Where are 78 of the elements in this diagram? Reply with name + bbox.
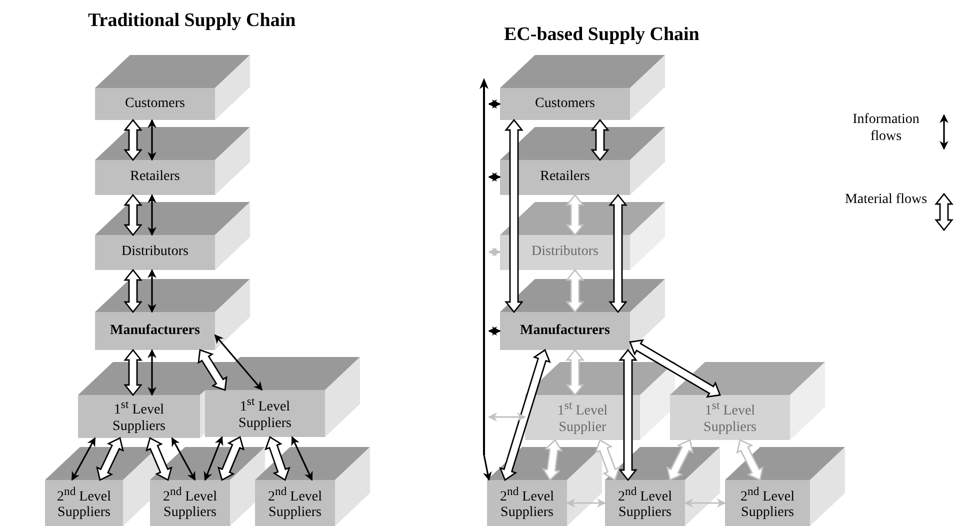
block-label: Retailers (540, 169, 590, 186)
supply-chain-block (500, 88, 630, 120)
vertical-line-with-arrowhead (479, 78, 489, 455)
block-label: 2$^{nd}$ Level Suppliers (616, 484, 674, 522)
block-label: Distributors (122, 244, 188, 261)
material-flow-arrow (124, 118, 142, 162)
material-flow-arrow (124, 194, 142, 236)
information-flow-arrow (483, 454, 492, 481)
material-flow-arrow (618, 348, 638, 482)
block-label: 2$^{nd}$ Level Suppliers (56, 484, 112, 522)
material-flow-arrow (146, 436, 172, 482)
information-flow-arrow (148, 349, 156, 396)
material-flow-arrow (96, 436, 124, 482)
supply-chain-block (95, 88, 215, 120)
supply-chain-block (500, 312, 630, 350)
block-label: Retailers (130, 169, 180, 186)
supply-chain-block (487, 480, 567, 526)
supply-chain-block (150, 480, 230, 526)
information-flow-arrow (291, 436, 313, 481)
information-flow-arrow (148, 194, 156, 236)
block-label: 1$^{st}$ Level Suppliers (112, 398, 166, 435)
block-label: Manufacturers (110, 322, 200, 340)
block-label: 2$^{nd}$ Level Suppliers (739, 484, 796, 522)
information-flow-arrow (488, 172, 501, 182)
information-flow-arrow (488, 100, 501, 108)
material-flow-arrow (590, 118, 610, 162)
information-flow-arrow (171, 437, 196, 481)
material-flow-arrow (594, 438, 620, 482)
information-flow-arrow (684, 498, 726, 508)
information-flow-arrow (566, 498, 606, 508)
supply-chain-block (95, 235, 215, 270)
supply-chain-block (95, 160, 215, 195)
material-flow-arrow (124, 348, 142, 396)
material-flow-arrow (198, 349, 228, 391)
information-flow-arrow (214, 334, 263, 391)
supply-chain-block (725, 480, 810, 526)
material-flow-arrow (542, 438, 564, 482)
block-label: 1$^{st}$ Level Suppliers (702, 399, 758, 436)
material-flow-arrow (499, 348, 551, 482)
supply-chain-block (78, 395, 200, 438)
supply-chain-block (95, 312, 215, 350)
material-flow-arrow (124, 268, 142, 314)
information-flow-arrow (148, 119, 156, 161)
panel-heading: EC-based Supply Chain (504, 24, 700, 46)
block-label: 2$^{nd}$ Level Suppliers (162, 484, 218, 522)
supply-chain-block (500, 160, 630, 195)
block-label: Customers (535, 96, 595, 112)
panel-heading: Traditional Supply Chain (88, 10, 296, 32)
block-label: 1$^{st}$ Level Supplier (556, 399, 609, 436)
legend-label: Information flows (852, 112, 920, 146)
supply-chain-block (45, 480, 123, 526)
material-flow-arrow (629, 339, 721, 398)
information-flow-arrow (204, 436, 224, 481)
supply-chain-block (670, 395, 790, 440)
information-flow-arrow (488, 412, 526, 422)
material-flow-arrow (566, 268, 584, 314)
information-flow-arrow (488, 326, 501, 336)
material-flow-arrow (608, 194, 628, 314)
block-label: Distributors (532, 244, 598, 261)
material-flow-arrow (566, 194, 584, 236)
block-label: 1$^{st}$ Level Suppliers (238, 395, 292, 432)
material-flow-arrow (566, 348, 584, 396)
information-flow-arrow (488, 248, 501, 256)
information-flow-arrow (148, 269, 156, 313)
material-flow-arrow (504, 118, 524, 314)
material-flow-arrow (264, 436, 290, 482)
supply-chain-block (255, 480, 335, 526)
legend-label: Material flows (844, 192, 928, 209)
supply-chain-block (205, 390, 325, 437)
material-flow-arrow (217, 436, 245, 482)
block-label: Customers (125, 96, 185, 112)
material-flow-arrow (666, 439, 694, 481)
supply-chain-block (605, 480, 685, 526)
material-flow-arrow (736, 439, 764, 481)
block-label: Manufacturers (520, 322, 610, 340)
information-flow-arrow (71, 437, 96, 481)
block-label: 2$^{nd}$ Level Suppliers (498, 484, 556, 522)
block-label: 2$^{nd}$ Level Suppliers (266, 484, 324, 522)
